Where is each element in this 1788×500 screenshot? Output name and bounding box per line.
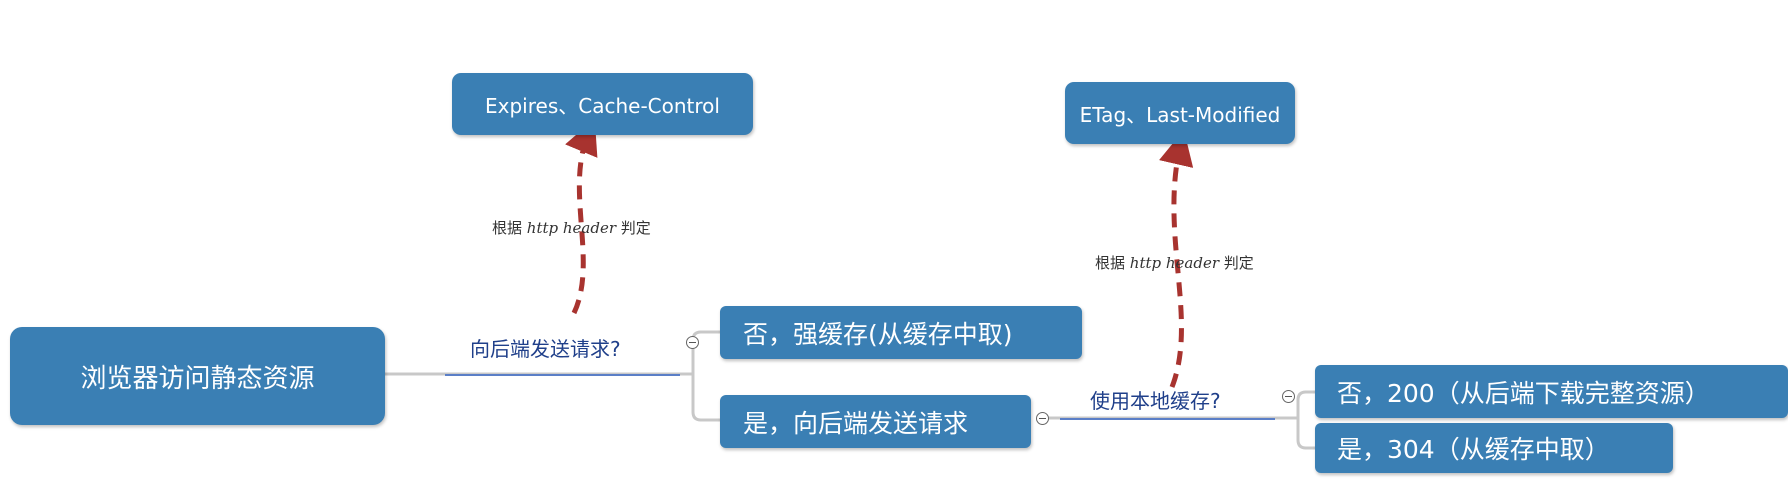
branch-question-label: 向后端发送请求? <box>470 337 621 361</box>
negotiate-arrow <box>1159 129 1194 388</box>
root-node[interactable]: 浏览器访问静态资源 <box>10 327 385 425</box>
negotiate-headers-node[interactable]: ETag、Last-Modified <box>1065 82 1295 144</box>
sub-question-label: 使用本地缓存? <box>1090 389 1221 413</box>
strong-cache-headers-node[interactable]: Expires、Cache-Control <box>452 73 753 135</box>
collapse-toggle-icon[interactable] <box>686 336 699 349</box>
strong-cache-headers-label: Expires、Cache-Control <box>485 93 720 118</box>
negotiate-headers-label: ETag、Last-Modified <box>1079 102 1281 127</box>
option-no-label: 否，强缓存(从缓存中取) <box>743 319 1013 349</box>
negotiate-note: 根据 http header 判定 <box>1095 254 1254 272</box>
strong-cache-note-italic: http header <box>526 219 617 237</box>
strong-cache-note: 根据 http header 判定 <box>492 219 651 237</box>
sub-no-node[interactable]: 否，200（从后端下载完整资源） <box>1315 365 1788 418</box>
sub-branch-bracket <box>1296 390 1315 450</box>
sub-yes-node[interactable]: 是，304（从缓存中取） <box>1315 423 1673 473</box>
collapse-toggle-icon[interactable] <box>1036 412 1049 425</box>
option-yes-node[interactable]: 是，向后端发送请求 <box>720 395 1031 448</box>
negotiate-note-italic: http header <box>1129 254 1220 272</box>
root-label: 浏览器访问静态资源 <box>80 363 315 394</box>
option-no-node[interactable]: 否，强缓存(从缓存中取) <box>720 306 1082 359</box>
sub-yes-label: 是，304（从缓存中取） <box>1337 435 1610 464</box>
collapse-toggle-icon[interactable] <box>1282 390 1295 403</box>
sub-no-label: 否，200（从后端下载完整资源） <box>1337 378 1710 408</box>
option-yes-label: 是，向后端发送请求 <box>743 408 969 438</box>
